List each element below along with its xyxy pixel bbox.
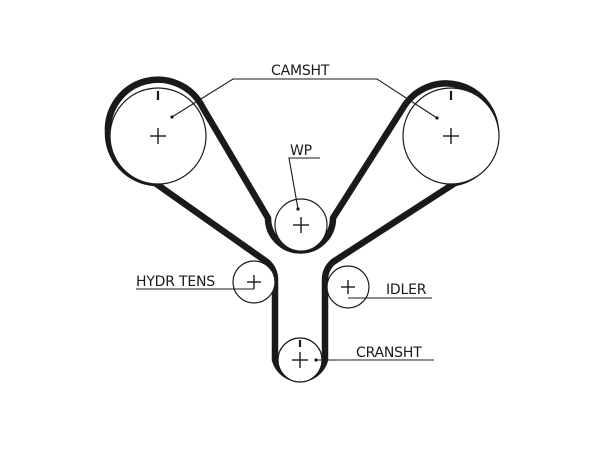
camshaft-pulley-right <box>402 87 500 185</box>
crankshaft-pulley <box>277 337 323 383</box>
hydraulic-tensioner-label: HYDR TENS <box>136 274 215 290</box>
hydraulic-tensioner-pulley <box>232 260 276 304</box>
water-pump-label: WP <box>290 143 312 159</box>
camshaft-pulley-left <box>109 87 207 185</box>
idler-pulley <box>326 265 370 309</box>
camshaft-leader <box>171 78 438 119</box>
camshaft-label: CAMSHT <box>271 63 330 79</box>
water-pump-pulley <box>274 198 328 252</box>
idler-label: IDLER <box>386 282 427 298</box>
crankshaft-label: CRANSHT <box>356 345 422 361</box>
water-pump-leader <box>288 157 320 210</box>
